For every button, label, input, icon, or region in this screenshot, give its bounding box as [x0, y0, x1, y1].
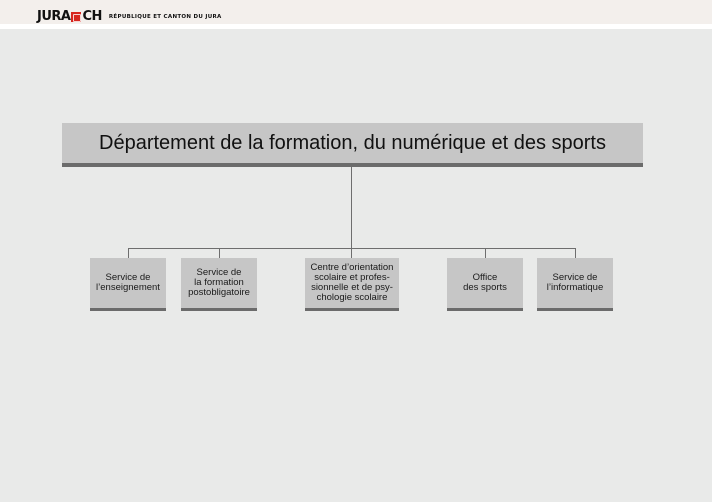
org-unit-label: Service de la formation postobligatoire — [188, 267, 250, 298]
logo-text-jura: JURA — [37, 9, 71, 24]
connector-drop-4 — [485, 248, 486, 258]
connector-drop-1 — [128, 248, 129, 258]
jura-flag-icon — [71, 12, 82, 22]
logo-tagline: RÉPUBLIQUE ET CANTON DU JURA — [108, 14, 222, 20]
connector-horizontal-bus — [128, 248, 576, 249]
org-unit-label: Service de l’informatique — [546, 272, 604, 293]
org-unit-office-sports: Office des sports — [447, 258, 523, 311]
org-unit-label: Service de l’enseignement — [96, 272, 160, 293]
header-divider — [0, 24, 712, 29]
org-root-department: Département de la formation, du numériqu… — [62, 123, 643, 167]
org-unit-informatique: Service de l’informatique — [537, 258, 613, 311]
org-unit-formation-postobligatoire: Service de la formation postobligatoire — [181, 258, 257, 311]
org-unit-centre-orientation: Centre d’orientation scolaire et profes-… — [305, 258, 399, 311]
connector-drop-2 — [219, 248, 220, 258]
org-root-label: Département de la formation, du numériqu… — [99, 131, 606, 154]
header-band — [0, 0, 712, 24]
org-unit-enseignement: Service de l’enseignement — [90, 258, 166, 311]
logo-text-ch: CH — [82, 9, 102, 24]
org-unit-label: Office des sports — [463, 272, 507, 293]
connector-root-trunk — [351, 167, 352, 258]
jura-logo: JURA CH RÉPUBLIQUE ET CANTON DU JURA — [37, 10, 222, 24]
connector-drop-5 — [575, 248, 576, 258]
org-unit-label: Centre d’orientation scolaire et profes-… — [310, 262, 394, 303]
